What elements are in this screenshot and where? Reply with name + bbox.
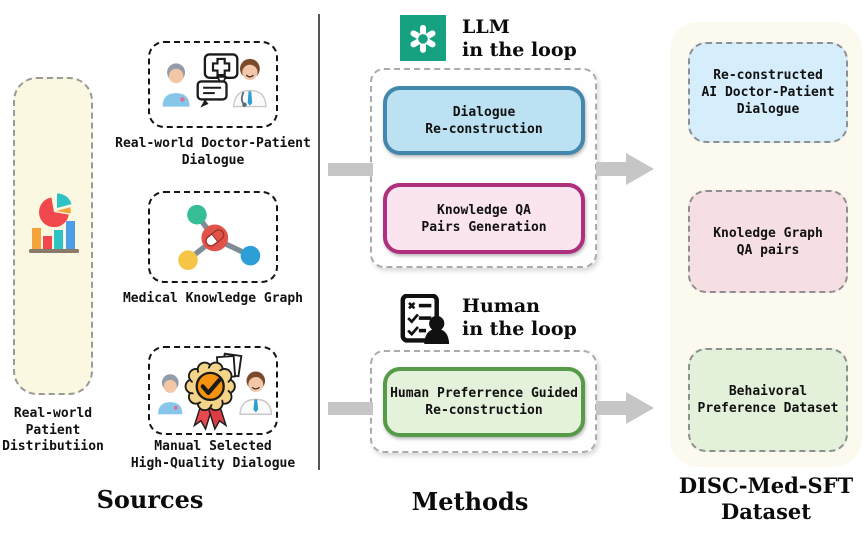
output-reconstructed-dialogue: Re-constructed AI Doctor-Patient Dialogu… (688, 42, 848, 143)
openai-logo-badge (400, 15, 446, 61)
human-loop-title: Human in the loop (462, 295, 577, 340)
llm-loop-title: LLM in the loop (462, 16, 577, 61)
arrow-sources-to-llm-loop (328, 163, 373, 176)
arrow-human-loop-to-dataset (596, 401, 627, 415)
human-checklist-badge (400, 293, 452, 348)
patient-distribution-chart-icon (29, 193, 79, 253)
arrow-llm-loop-to-dataset (596, 162, 627, 176)
source-label-doctor-patient-dialogue: Real-world Doctor-Patient Dialogue (115, 136, 311, 168)
source-box-doctor-patient-dialogue (148, 41, 278, 128)
llm-loop-group: Dialogue Re-construction Knowledge QA Pa… (370, 68, 597, 268)
sources-heading: Sources (96, 485, 204, 514)
quality-badge-icon (158, 352, 272, 431)
dataset-heading: DISC-Med-SFT Dataset (678, 473, 854, 524)
step-knowledge-qa-generation: Knowledge QA Pairs Generation (383, 183, 585, 254)
step-human-preference-guided: Human Preferrence Guided Re-construction (383, 367, 585, 437)
patient-distribution-panel (13, 77, 93, 395)
human-loop-group: Human Preferrence Guided Re-construction (370, 350, 597, 453)
output-knowledge-graph-qa-pairs: Knoledge Graph QA pairs (688, 190, 848, 293)
human-checklist-icon (400, 293, 450, 344)
source-box-manual-selected-dialogue (148, 346, 278, 435)
source-label-manual-selected-dialogue: Manual Selected High-Quality Dialogue (130, 439, 296, 471)
arrow-human-loop-to-dataset-head (626, 392, 654, 424)
doctor-patient-dialogue-icon (162, 52, 267, 107)
output-behavioral-preference-dataset: Behaivoral Preference Dataset (688, 348, 848, 452)
openai-logo-icon (410, 24, 436, 53)
source-label-medical-knowledge-graph: Medical Knowledge Graph (122, 291, 303, 306)
arrow-sources-to-human-loop (328, 402, 373, 415)
arrow-llm-loop-to-dataset-head (626, 153, 654, 185)
column-divider (318, 14, 320, 470)
patient-distribution-label: Real-world Patient Distributiion (2, 406, 104, 454)
medical-knowledge-graph-icon (178, 204, 261, 270)
source-box-medical-knowledge-graph (148, 191, 278, 283)
dataset-panel: Re-constructed AI Doctor-Patient Dialogu… (670, 22, 862, 467)
step-dialogue-reconstruction: Dialogue Re-construction (383, 86, 585, 155)
methods-heading: Methods (411, 487, 529, 516)
